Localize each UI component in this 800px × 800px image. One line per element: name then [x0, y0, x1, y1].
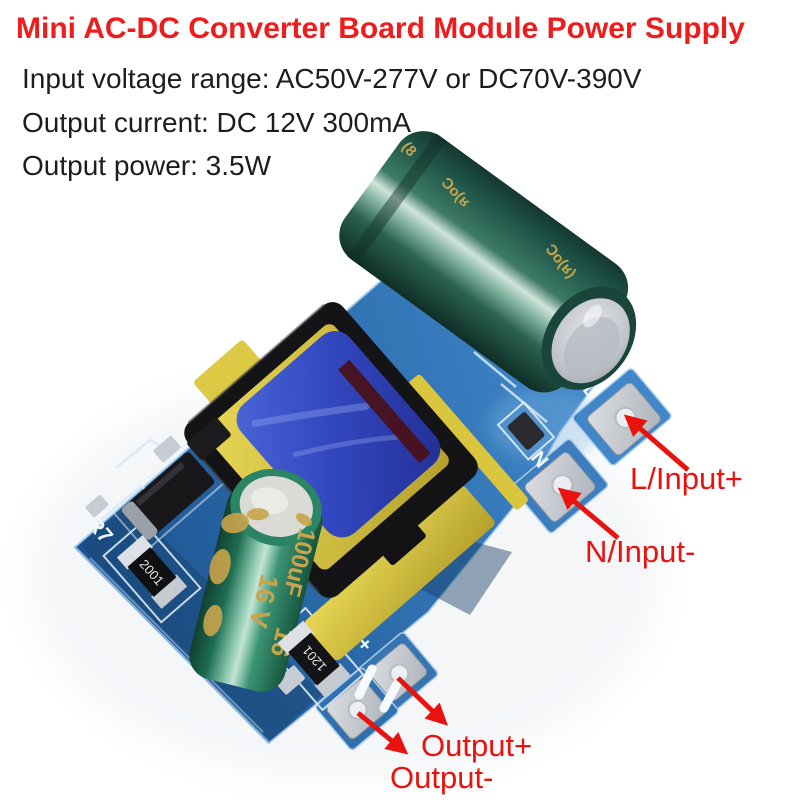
- arrow-n-input: [557, 487, 620, 540]
- bobbin-flange-bottom: [304, 486, 495, 661]
- output-traces: [354, 664, 402, 713]
- winding-core: [236, 331, 441, 538]
- smd-component: [507, 412, 545, 450]
- smd-diode-small: [187, 418, 231, 460]
- annotation-l-input: L/Input+: [630, 461, 743, 496]
- arrow-output-minus: [356, 711, 409, 755]
- page-title: Mini AC-DC Converter Board Module Power …: [16, 12, 745, 45]
- smd-resistor-r7: 2001: [116, 535, 188, 609]
- spec-output-power: Output power: 3.5W: [22, 150, 272, 181]
- electrolytic-capacitor-small: 100uF 16 V 16: [189, 468, 323, 692]
- annotation-output-minus: Output-: [390, 760, 493, 795]
- transformer-pins: [383, 525, 426, 566]
- annotation-arrows: [356, 414, 690, 755]
- annotation-output-plus: Output+: [421, 728, 532, 763]
- transformer: [184, 302, 528, 661]
- gold-paint-blotches: [203, 508, 312, 637]
- arrow-output-plus: [396, 676, 448, 726]
- winding-red-stripe: [338, 359, 431, 464]
- bobbin-flange-top: [194, 340, 264, 407]
- spec-output-current: Output current: DC 12V 300mA: [22, 107, 412, 138]
- electrolytic-capacitor-large: (8 Ɔo(ʁ Ɔo(ʁ): [339, 131, 637, 393]
- solder-pad-output-plus: [369, 643, 427, 701]
- spec-input-voltage: Input voltage range: AC50V-277V or DC70V…: [22, 63, 642, 94]
- smd-diode: [121, 452, 215, 540]
- solder-pad-n-input: [524, 452, 596, 522]
- bobbin-flange-right: [408, 374, 528, 510]
- arrow-l-input: [623, 414, 690, 472]
- annotation-n-input: N/Input-: [585, 534, 695, 569]
